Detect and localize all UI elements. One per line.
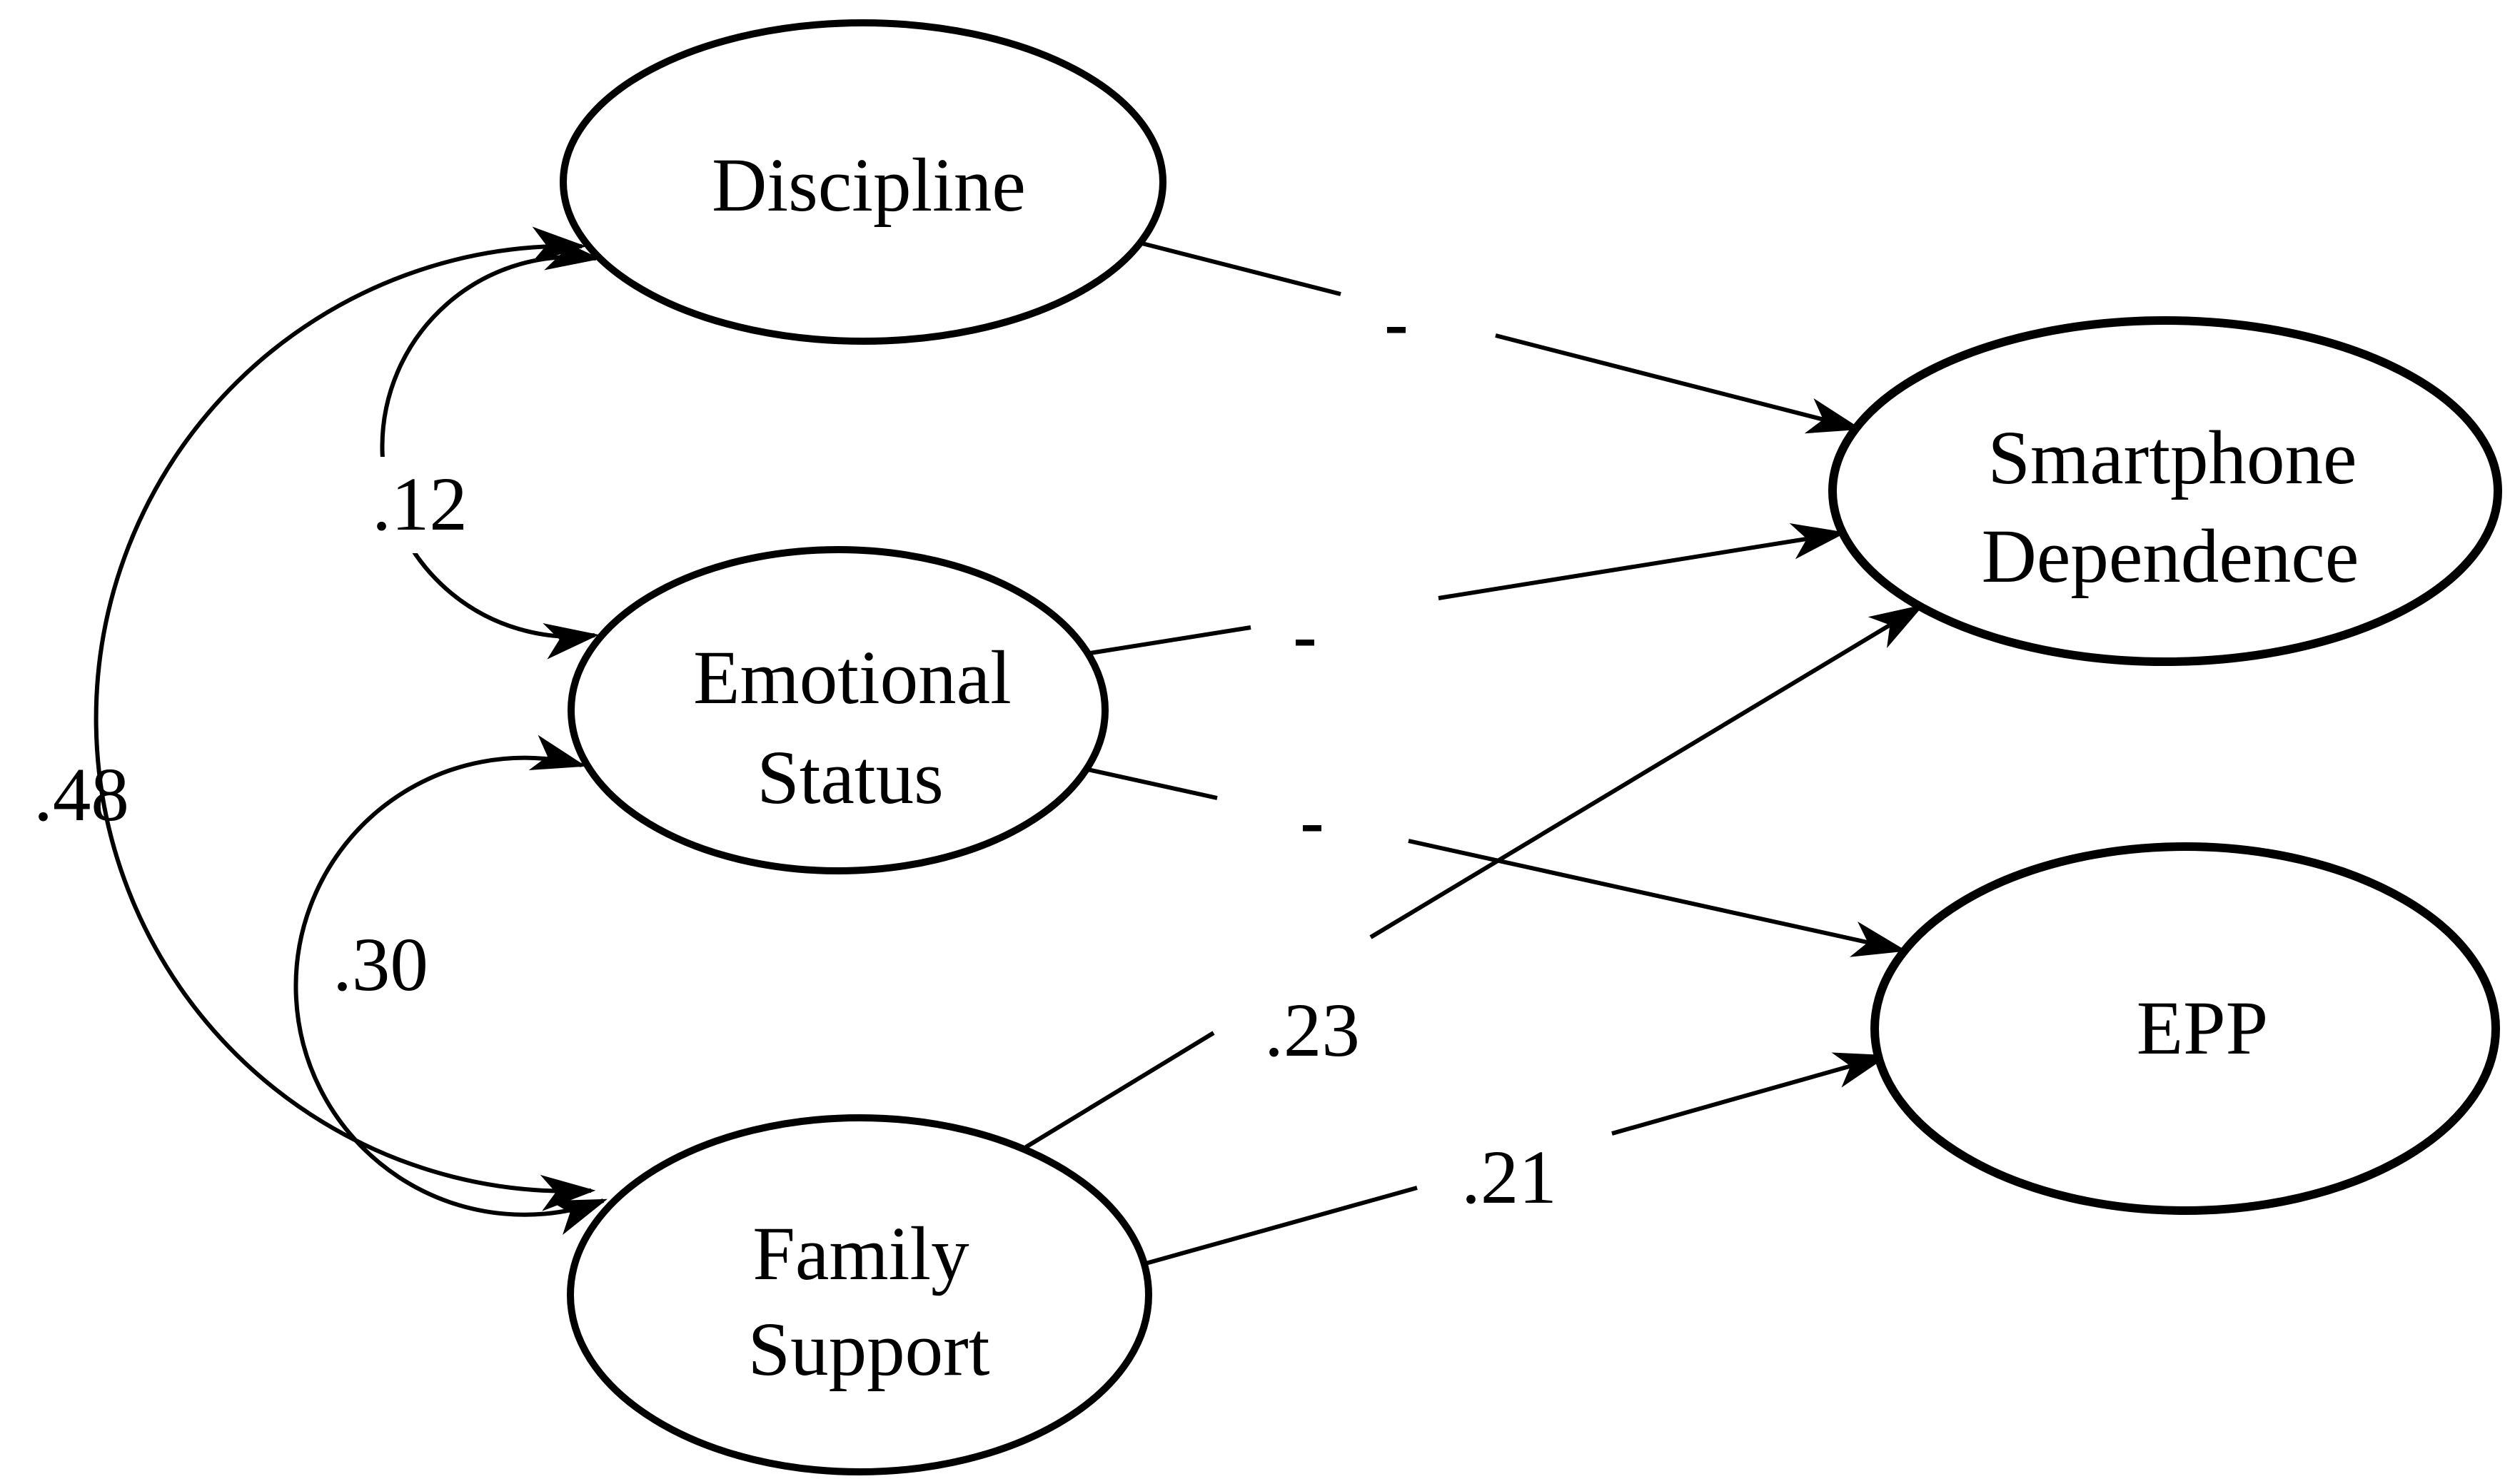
path-discipline-to-smartphone-seg2	[1495, 333, 1863, 434]
covariance-arc-discipline-family	[94, 226, 596, 1211]
node-label-family-line1: Family	[752, 1212, 969, 1296]
coef-label-emotional-epp: -	[1300, 782, 1324, 861]
covariance-arc-discipline-emotional	[380, 233, 601, 660]
node-label-smartphone-line2: Dependence	[1982, 515, 2359, 599]
node-ellipse-epp	[1870, 842, 2500, 1215]
node-label-epp: EPP	[2137, 986, 2268, 1071]
node-label-smartphone-line1: Smartphone	[1987, 416, 2357, 500]
node-ellipse-family-support	[567, 1114, 1152, 1475]
path-emotional-to-epp-seg2	[1408, 839, 1907, 957]
path-emotional-to-smartphone-seg2	[1438, 523, 1847, 600]
path-family-to-smartphone-seg2	[1369, 604, 1925, 939]
node-label-emotional-line1: Emotional	[693, 636, 1012, 720]
node-ellipse-smartphone-dependence	[1828, 316, 2502, 666]
node-ellipse-emotional-status	[568, 546, 1109, 874]
path-discipline-to-smartphone-seg1	[1139, 241, 1341, 296]
path-emotional-to-smartphone-seg1	[1089, 625, 1251, 655]
node-label-emotional-line2: Status	[757, 736, 944, 820]
label-mask-cov12	[361, 457, 478, 553]
coef-label-emotional-smartphone: -	[1293, 596, 1316, 675]
covariance-arc-emotional-family	[293, 735, 608, 1236]
coef-label-family-smartphone: .23	[1264, 989, 1360, 1073]
path-family-to-epp-seg2	[1611, 1052, 1890, 1136]
coef-label-cov-emotional-family: .30	[333, 923, 428, 1007]
path-family-to-smartphone-seg1	[1024, 1031, 1215, 1149]
path-family-to-epp-seg1	[1145, 1186, 1418, 1266]
node-label-family-line2: Support	[748, 1308, 990, 1392]
coef-label-cov-discipline-emotional: .12	[372, 463, 468, 547]
node-label-discipline: Discipline	[712, 143, 1026, 228]
node-ellipse-discipline	[560, 19, 1166, 345]
coef-label-family-epp: .21	[1461, 1136, 1557, 1220]
coef-label-discipline-smartphone: -	[1384, 283, 1408, 363]
coef-label-cov-discipline-family: .48	[34, 753, 129, 837]
path-emotional-to-epp-seg1	[1087, 767, 1218, 800]
